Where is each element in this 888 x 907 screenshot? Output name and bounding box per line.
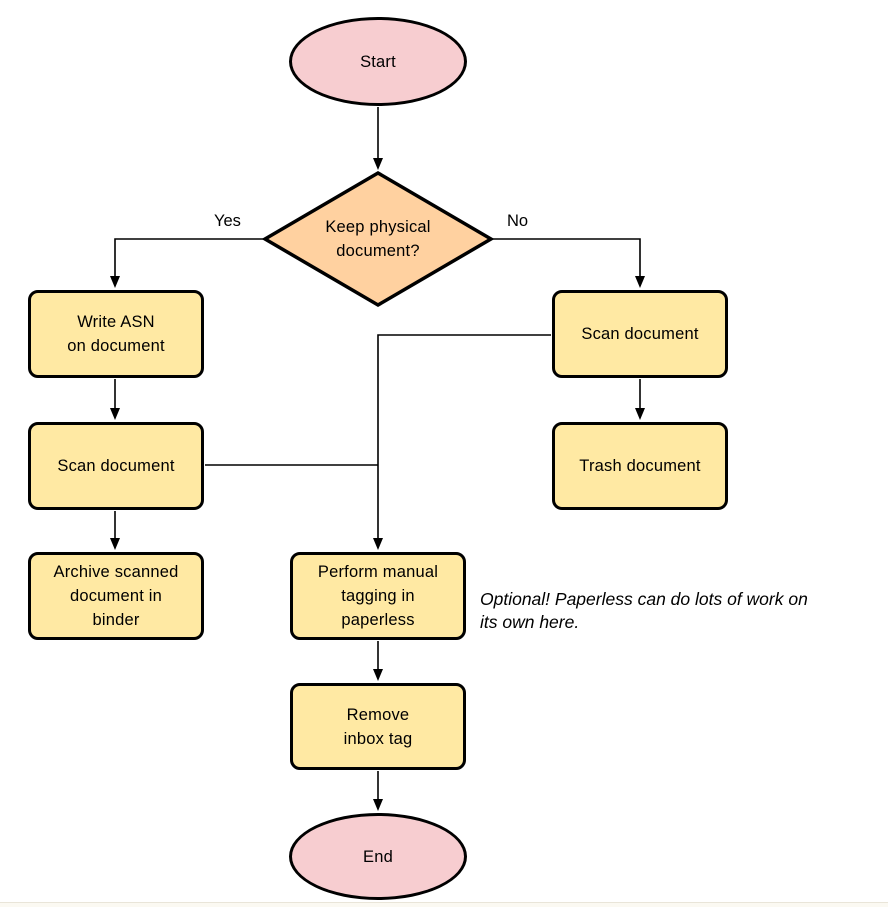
node-decision: Keep physical document? [262, 170, 494, 308]
bottom-divider [0, 902, 888, 903]
node-scan-document-left: Scan document [28, 422, 204, 510]
node-remove-inbox-tag: Remove inbox tag [290, 683, 466, 770]
node-write-asn: Write ASN on document [28, 290, 204, 378]
node-end: End [289, 813, 467, 900]
decision-label: Keep physical document? [325, 218, 431, 260]
node-manual-tagging: Perform manual tagging in paperless [290, 552, 466, 640]
edge-decision-scan-right [491, 238, 645, 288]
edge-label-yes: Yes [214, 212, 241, 230]
node-trash-document: Trash document [552, 422, 728, 510]
edge-label-no: No [507, 212, 529, 230]
node-scan-document-right: Scan document [552, 290, 728, 378]
node-archive-binder: Archive scanned document in binder [28, 552, 204, 640]
optional-note: Optional! Paperless can do lots of work … [480, 589, 808, 632]
decision-diamond-shape [262, 170, 494, 308]
node-start: Start [289, 17, 467, 106]
edge-scan-right-tagging [373, 334, 551, 550]
bottom-strip [0, 903, 888, 907]
edge-decision-write-asn [110, 238, 264, 288]
